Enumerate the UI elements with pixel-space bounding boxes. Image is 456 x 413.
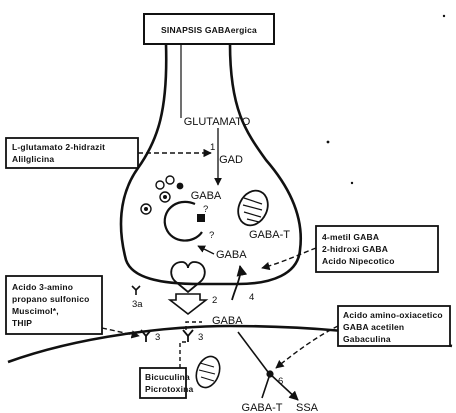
transporter-square	[197, 214, 205, 222]
ssa-label: SSA	[296, 402, 319, 413]
speck	[443, 15, 445, 17]
gaba-t-inhibitor-arrow	[262, 248, 316, 268]
step-3-label: 3	[155, 332, 160, 343]
step-2-label: 2	[212, 295, 217, 306]
gaba-to-node-line	[238, 332, 268, 372]
uptake-inhibitor-1: Acido amino-oxiacetico	[343, 310, 443, 320]
gaba-vesicle-label: GABA	[191, 190, 222, 202]
mitochondrion-post	[192, 353, 224, 391]
step-3a-label: 3a	[132, 299, 143, 310]
speck	[327, 141, 330, 144]
gaba-t-inhibitor-1: 4-metil GABA	[322, 232, 379, 242]
agonist-3: Muscimol*,	[12, 306, 59, 316]
uptake-inhibitor-3: Gabaculina	[343, 334, 391, 344]
title-text: SINAPSIS GABAergica	[161, 25, 257, 35]
agonists-box: Acido 3-amino propano sulfonico Muscimol…	[6, 276, 102, 334]
q1-label: ?	[203, 204, 208, 215]
gaba-t-inhibitor-3: Acido Nipecotico	[322, 256, 395, 266]
antagonist-1: Bicuculina	[145, 372, 190, 382]
gad-label: GAD	[219, 154, 243, 166]
gaba-t-inhibitors-box: 4-metil GABA 2-hidroxi GABA Acido Nipeco…	[316, 226, 438, 272]
agonist-2: propano sulfonico	[12, 294, 90, 304]
gad-inhibitor-1: L-glutamato 2-hidrazit	[12, 142, 105, 152]
glutamato-label: GLUTAMATO	[184, 116, 251, 128]
title-box: SINAPSIS GABAergica	[144, 14, 274, 44]
gaba-t-inhibitor-2: 2-hidroxi GABA	[322, 244, 388, 254]
step-4-label: 4	[249, 292, 254, 303]
gaba-t-mito-label: GABA-T	[249, 229, 290, 241]
gad-inhibitors-box: L-glutamato 2-hidrazit Alilglicina	[6, 138, 138, 168]
step-3b-label: 3	[198, 332, 203, 343]
vesicle-cluster	[141, 176, 183, 214]
presynaptic-terminal	[121, 44, 301, 284]
uptake-inhibitor-2: GABA acetilen	[343, 322, 404, 332]
gaba-cyto-arrow	[198, 246, 214, 254]
speck	[351, 182, 353, 184]
gaba-cleft-label: GABA	[212, 315, 243, 327]
uptake-inhibitors-box: Acido amino-oxiacetico GABA acetilen Gab…	[338, 306, 450, 346]
gaba-cyto-label: GABA	[216, 249, 247, 261]
mitochondrion	[233, 186, 274, 230]
release-vesicle	[171, 262, 205, 292]
vesicle-loop	[165, 202, 202, 241]
node-to-ssa-arrow	[270, 374, 298, 400]
antagonist-link	[180, 342, 186, 368]
gad-inhibitor-2: Alilglicina	[12, 154, 54, 164]
gaba-t-post-label: GABA-T	[242, 402, 283, 413]
agonist-4: THIP	[12, 318, 32, 328]
uptake-inhibitor-arrow	[276, 326, 338, 368]
agonist-1: Acido 3-amino	[12, 282, 73, 292]
autoreceptor-3a	[132, 286, 140, 295]
release-arrow	[170, 294, 206, 314]
antagonists-box: Bicuculina Picrotoxina	[140, 368, 194, 398]
antagonist-2: Picrotoxina	[145, 384, 194, 394]
q2-label: ?	[209, 230, 214, 241]
postsynaptic-receptor-right	[183, 330, 193, 342]
step-1-label: 1	[210, 142, 215, 153]
node-to-gaba-t-line	[262, 374, 270, 398]
